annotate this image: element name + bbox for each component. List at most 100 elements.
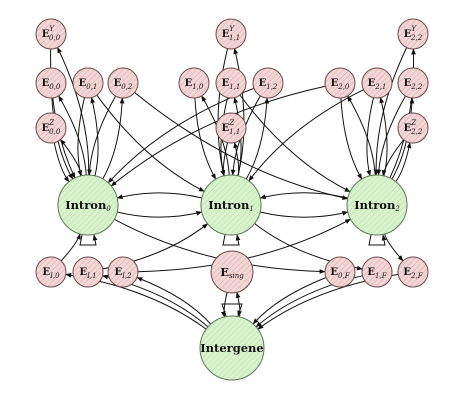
edge-intron1-to-E11 [233, 97, 242, 176]
node-EI2-circle [107, 256, 139, 288]
node-EI1-circle [72, 256, 104, 288]
node-E0F-circle [324, 256, 356, 288]
edge-intron0-to-intron1 [117, 210, 203, 218]
edge-E01-to-intron0 [77, 97, 85, 177]
node-E0Z-circle [35, 112, 67, 144]
node-E22-circle [397, 67, 429, 99]
node-E01: E0,1 [72, 67, 104, 99]
node-E22: E2,2 [397, 67, 429, 99]
node-E1F-circle [361, 256, 393, 288]
edge-E01-to-intron1 [96, 94, 205, 192]
node-intron0-circle [57, 174, 119, 236]
edge-E0F-to-intergene [252, 277, 327, 325]
edge-intron0-to-E02 [102, 97, 125, 180]
node-E00: E0,0 [35, 67, 67, 99]
self-loop-intron2 [368, 234, 387, 246]
node-E10-label: E1,0 [185, 78, 204, 92]
edge-E2Z-to-intron2 [381, 139, 405, 177]
node-intergene-label: Intergene [200, 341, 263, 355]
node-Esing-label: Esing [220, 265, 244, 280]
edge-E21-to-intron2 [366, 97, 374, 177]
node-intron2: Intron2 [346, 174, 408, 236]
edge-intergene-to-EI2 [136, 277, 212, 325]
node-E2Y-circle [397, 18, 429, 50]
edge-E20-to-intron2 [340, 97, 363, 180]
node-EI2: EI,2 [107, 256, 139, 288]
node-intergene-circle [199, 315, 265, 381]
edge-intron2-to-E2F [384, 233, 404, 262]
node-E21-label: E2,1 [368, 78, 387, 92]
edge-E22-to-intron2 [376, 95, 406, 176]
edge-E11-to-intron2 [239, 94, 351, 193]
edge-intron0-to-E01 [90, 97, 99, 176]
node-E20: E2,0 [324, 67, 356, 99]
node-EI1-label: EI,1 [79, 267, 96, 281]
node-E21-circle [361, 67, 393, 99]
edge-EI0-to-intron0 [60, 233, 81, 262]
self-loop-intron1 [222, 234, 241, 246]
edge-intron1-to-E12 [245, 97, 270, 180]
node-intergene: Intergene [199, 315, 265, 381]
node-E0F: E0,F [324, 256, 356, 288]
node-E20-label: E2,0 [331, 78, 350, 92]
node-E11-circle [215, 67, 247, 99]
edge-intron1-to-E1Z [233, 142, 240, 176]
node-E2Z-circle [397, 112, 429, 144]
node-intron0-label: Intron0 [65, 198, 111, 213]
edge-EI2-to-intron2 [137, 218, 352, 273]
node-E1F-label: E1,F [367, 267, 387, 281]
node-E12: E1,2 [252, 67, 284, 99]
node-E1Z-circle [215, 112, 247, 144]
node-E00-label: E0,0 [42, 78, 61, 92]
edge-E21-to-intron1 [248, 89, 364, 182]
edge-E00-to-intron0 [51, 97, 74, 180]
edge-intron1-to-intron2 [260, 210, 349, 218]
edge-E20-to-intron0 [110, 85, 326, 187]
node-E1Y-circle [215, 18, 247, 50]
self-loops-layer [79, 234, 387, 317]
node-E12-label: E1,2 [259, 78, 278, 92]
node-E02-label: E0,2 [114, 78, 133, 92]
node-intron1: Intron1 [200, 174, 262, 236]
edge-E02-to-intron0 [87, 95, 117, 176]
node-intron0: Intron0 [57, 174, 119, 236]
node-E10-circle [178, 67, 210, 99]
node-E21: E2,1 [361, 67, 393, 99]
node-intron2-label: Intron2 [354, 198, 400, 213]
node-intron1-circle [200, 174, 262, 236]
node-EI2-label: EI,2 [114, 267, 132, 281]
edge-E10-to-intron1 [194, 97, 217, 180]
edge-intron1-to-intron0 [116, 192, 202, 200]
node-E2F-circle [397, 256, 429, 288]
node-EI0: EI,0 [35, 256, 67, 288]
node-E11-label: E1,1 [222, 78, 241, 92]
node-E01-label: E0,1 [79, 78, 98, 92]
edge-Esing-to-intergene [220, 292, 228, 318]
node-E20-circle [324, 67, 356, 99]
edge-intron2-to-E22 [391, 97, 415, 180]
node-E11: E1,1 [215, 67, 247, 99]
node-E02: E0,2 [107, 67, 139, 99]
edge-E2Y-to-intron2 [373, 47, 408, 176]
node-E12-circle [252, 67, 284, 99]
edge-intron2-to-E2Z [395, 142, 412, 182]
self-loop-intergene [221, 303, 243, 317]
node-E2F-label: E2,F [403, 267, 423, 281]
node-E02-circle [107, 67, 139, 99]
node-E22-label: E2,2 [404, 78, 423, 92]
node-E2F: E2,F [397, 256, 429, 288]
node-Esing: Esing [210, 250, 254, 294]
edge-intron2-to-intron1 [259, 192, 348, 200]
edge-intron0-to-E0F [114, 218, 326, 274]
node-Esing-circle [210, 250, 254, 294]
node-E1F: E1,F [361, 256, 393, 288]
edge-E1Z-to-intron1 [220, 142, 228, 177]
